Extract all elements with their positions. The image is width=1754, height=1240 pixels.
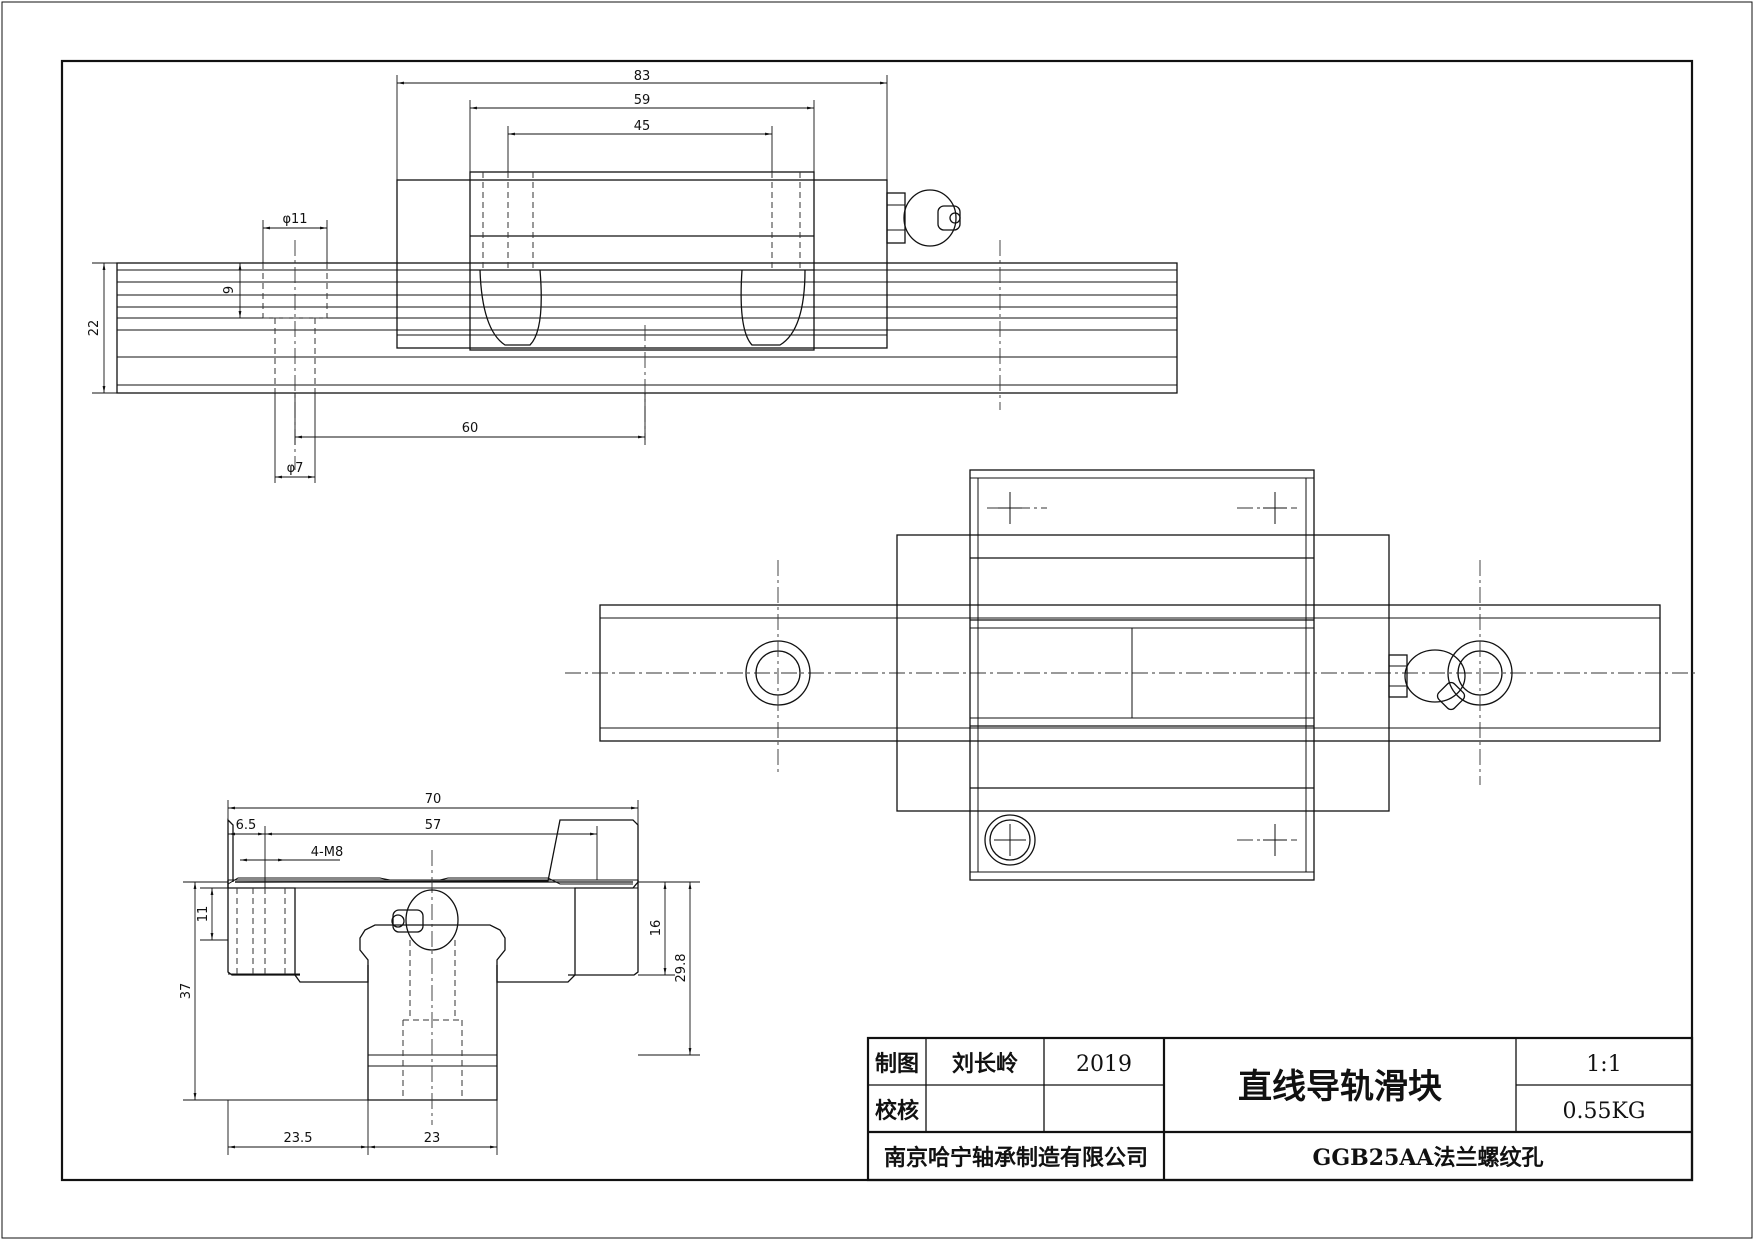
plan-view xyxy=(565,469,1695,881)
dim-4-m8: 4-M8 xyxy=(311,845,343,860)
dim-70: 70 xyxy=(425,792,442,807)
dim-11: 11 xyxy=(196,906,211,923)
dim-59: 59 xyxy=(634,93,651,108)
dim-37: 37 xyxy=(179,983,194,1000)
scale: 1:1 xyxy=(1586,1052,1621,1077)
drawn-by: 刘长岭 xyxy=(952,1051,1018,1077)
front-section-view: 70 6.5 57 4-M8 11 37 16 29.8 xyxy=(179,792,700,1155)
drawn-label: 制图 xyxy=(875,1051,919,1077)
dim-23-5: 23.5 xyxy=(284,1131,313,1146)
dim-dia-7: φ7 xyxy=(287,461,304,476)
dim-23: 23 xyxy=(424,1131,441,1146)
company-name: 南京哈宁轴承制造有限公司 xyxy=(884,1145,1148,1171)
dim-16: 16 xyxy=(649,920,664,937)
dim-57: 57 xyxy=(425,818,442,833)
dim-22: 22 xyxy=(87,320,102,337)
drawn-year: 2019 xyxy=(1076,1052,1132,1077)
title-block: 制图 刘长岭 2019 校核 直线导轨滑块 1:1 0.55KG 南京哈宁轴承制… xyxy=(866,1036,1694,1182)
dim-45: 45 xyxy=(634,119,651,134)
part-number: GGB25AA法兰螺纹孔 xyxy=(1313,1145,1544,1171)
dim-dia-11: φ11 xyxy=(282,212,307,227)
dim-6-5: 6.5 xyxy=(236,818,257,833)
side-elevation-view: 83 59 45 φ11 9 22 60 φ7 xyxy=(87,69,1178,483)
check-label: 校核 xyxy=(875,1098,919,1124)
dim-29-8: 29.8 xyxy=(674,954,689,983)
part-name: 直线导轨滑块 xyxy=(1238,1067,1442,1107)
weight: 0.55KG xyxy=(1563,1099,1646,1124)
dim-9: 9 xyxy=(222,286,237,294)
dim-60: 60 xyxy=(462,421,479,436)
inner-frame xyxy=(60,59,1694,1182)
dim-83: 83 xyxy=(634,69,651,84)
